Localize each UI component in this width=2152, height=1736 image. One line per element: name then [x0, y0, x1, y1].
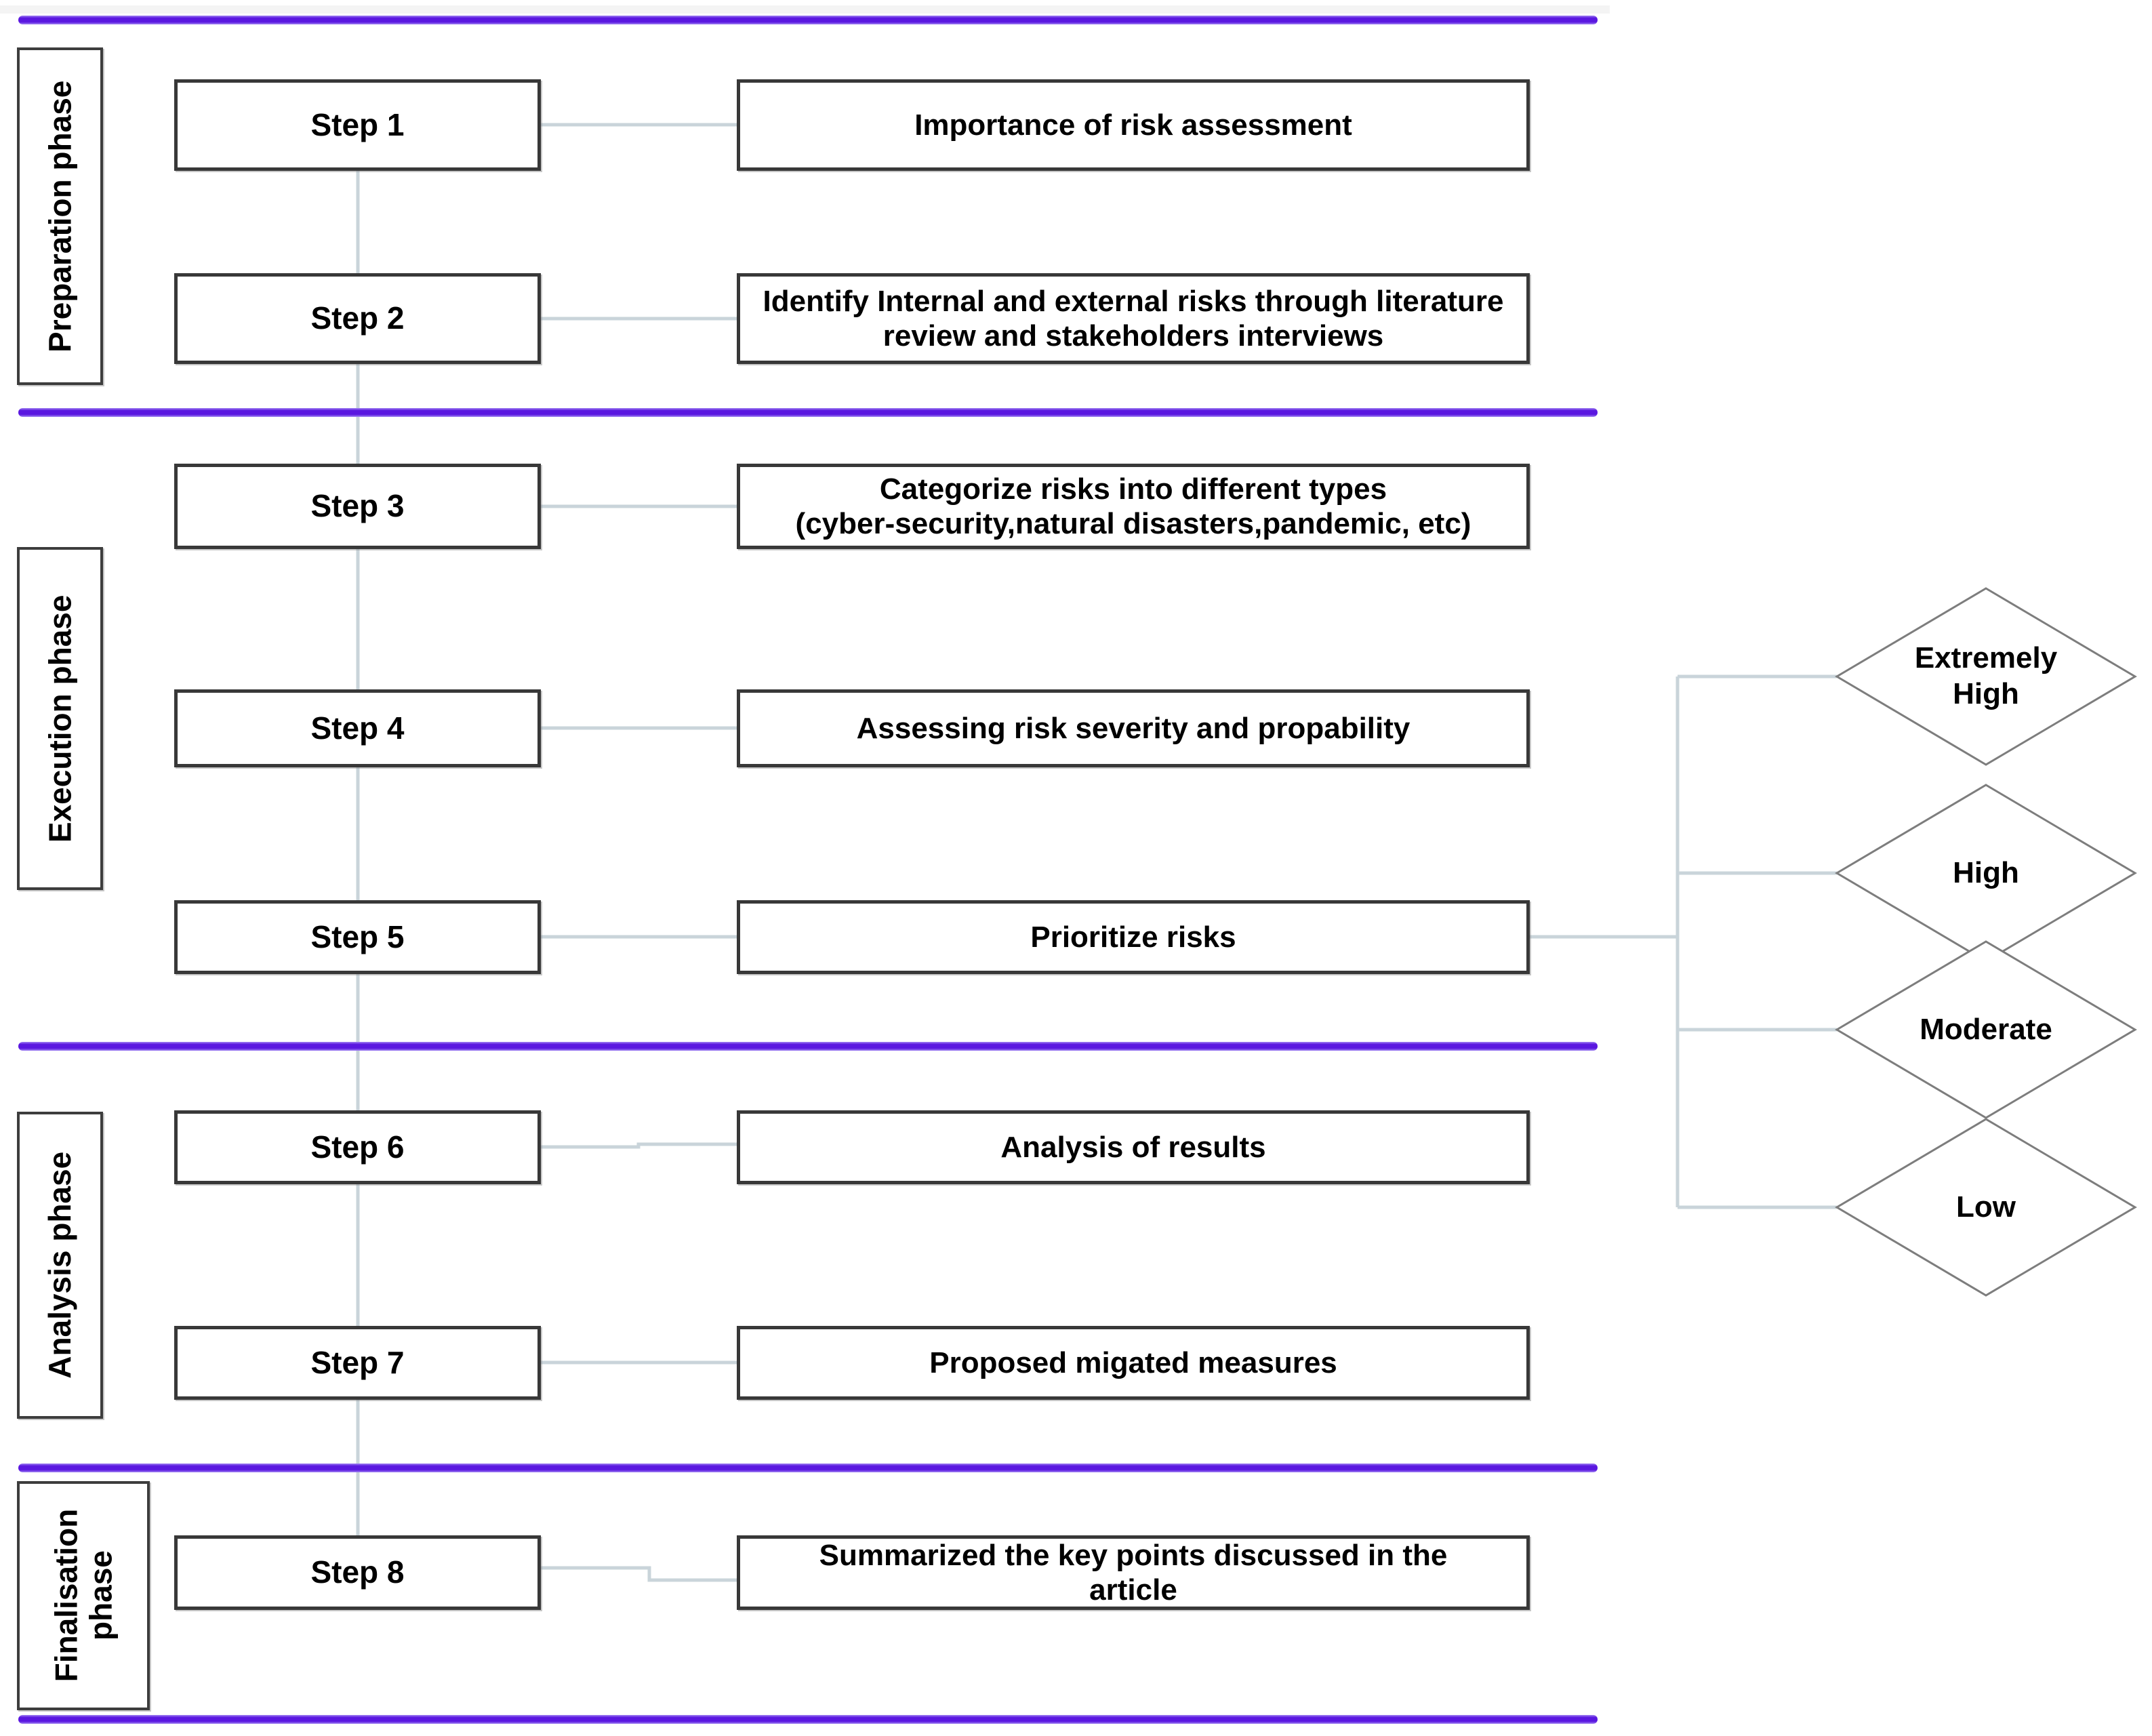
risk-level-low-label: Low — [1956, 1190, 2016, 1224]
connector-lines — [356, 123, 1837, 1582]
step-3-label: Step 3 — [310, 488, 405, 524]
desc-box-8: Summarized the key points discussed in t… — [737, 1535, 1530, 1610]
diamond-low — [1835, 1118, 2137, 1297]
step-box-3: Step 3 — [174, 464, 541, 549]
desc-7-text: Proposed migated measures — [929, 1346, 1337, 1379]
step-box-7: Step 7 — [174, 1326, 541, 1400]
desc-box-7: Proposed migated measures — [737, 1326, 1530, 1400]
phase-separator-line-4 — [18, 1464, 1598, 1472]
desc-box-6: Analysis of results — [737, 1110, 1530, 1184]
phase-label-execution: Execution phase — [17, 547, 103, 890]
phase-separator-line-2 — [18, 408, 1598, 417]
desc-box-3: Categorize risks into different types (c… — [737, 464, 1530, 549]
desc-4-text: Assessing risk severity and propability — [856, 711, 1410, 745]
desc-box-5: Prioritize risks — [737, 900, 1530, 974]
step-box-4: Step 4 — [174, 689, 541, 767]
desc-8-text-line2: article — [1089, 1573, 1177, 1607]
desc-8-text-line1: Summarized the key points discussed in t… — [819, 1538, 1448, 1572]
page-edge-strip — [0, 5, 1610, 14]
desc-box-4: Assessing risk severity and propability — [737, 689, 1530, 767]
step-8-label: Step 8 — [310, 1554, 405, 1590]
desc-2-text-line1: Identify Internal and external risks thr… — [763, 284, 1504, 318]
step-box-6: Step 6 — [174, 1110, 541, 1184]
phase-label-analysis-text: Analysis phase — [42, 1152, 78, 1379]
step-1-label: Step 1 — [310, 106, 405, 142]
step-4-label: Step 4 — [310, 710, 405, 746]
phase-label-preparation-text: Preparation phase — [42, 80, 78, 352]
risk-level-moderate-label: Moderate — [1920, 1012, 2052, 1046]
phase-separator-line-5 — [18, 1715, 1598, 1724]
step-2-label: Step 2 — [310, 300, 405, 336]
desc-6-text: Analysis of results — [1000, 1130, 1266, 1164]
phase-separator-line-3 — [18, 1042, 1598, 1051]
desc-3-text-line2: (cyber-security,natural disasters,pandem… — [795, 507, 1471, 540]
phase-separator-line-1 — [18, 16, 1598, 24]
phase-label-preparation: Preparation phase — [17, 47, 103, 385]
step-box-5: Step 5 — [174, 900, 541, 974]
phase-label-execution-text: Execution phase — [42, 594, 78, 843]
risk-level-high-label: High — [1953, 855, 2019, 889]
step-box-2: Step 2 — [174, 273, 541, 364]
risk-level-extremely-high-label: Extremely High — [1914, 641, 2058, 710]
desc-box-2: Identify Internal and external risks thr… — [737, 273, 1530, 364]
step-7-label: Step 7 — [310, 1344, 405, 1380]
diamond-moderate — [1835, 940, 2137, 1119]
desc-1-text: Importance of risk assessment — [914, 108, 1352, 142]
desc-5-text: Prioritize risks — [1030, 920, 1236, 954]
step-box-1: Step 1 — [174, 79, 541, 171]
step-6-label: Step 6 — [310, 1129, 405, 1165]
desc-3-text-line1: Categorize risks into different types — [879, 472, 1387, 506]
phase-label-finalisation-text: Finalisation phase — [48, 1509, 118, 1682]
desc-2-text-line2: review and stakeholders interviews — [882, 319, 1384, 352]
step-box-8: Step 8 — [174, 1535, 541, 1610]
step-5-label: Step 5 — [310, 919, 405, 954]
desc-box-1: Importance of risk assessment — [737, 79, 1530, 171]
phase-label-finalisation: Finalisation phase — [17, 1481, 150, 1710]
diamond-extremely-high — [1835, 587, 2137, 766]
phase-label-analysis: Analysis phase — [17, 1112, 103, 1419]
